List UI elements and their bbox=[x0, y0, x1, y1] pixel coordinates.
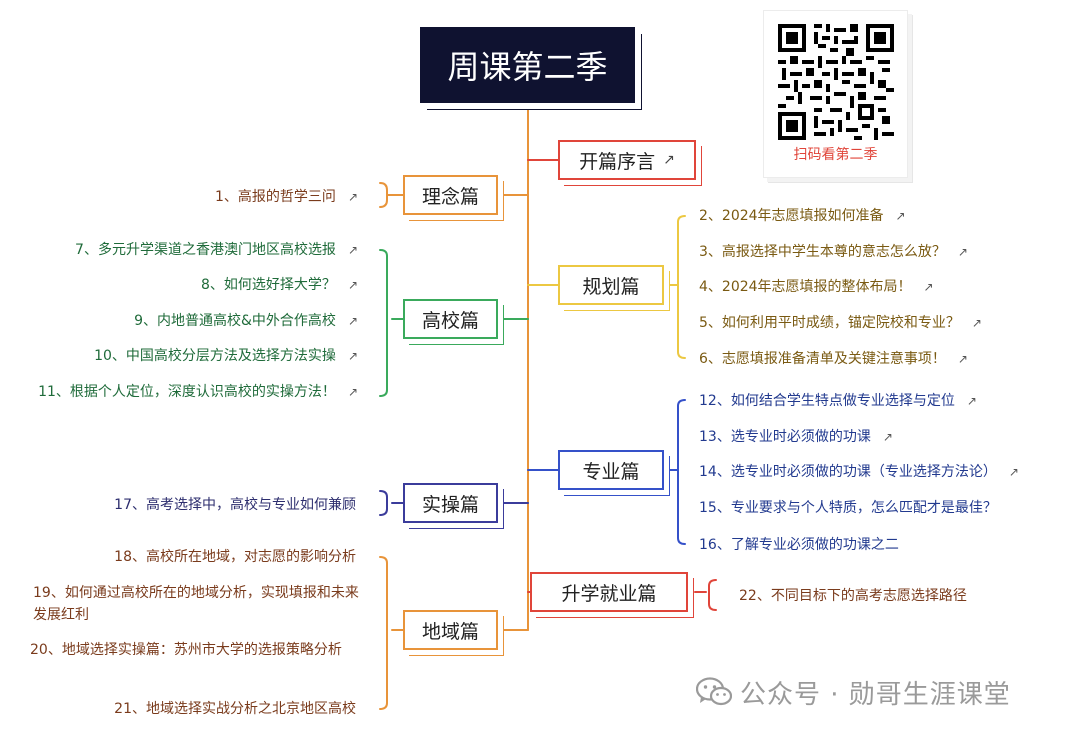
branch-philosophy[interactable]: 理念篇 bbox=[403, 175, 498, 215]
external-link-icon[interactable]: ↗ bbox=[347, 243, 358, 257]
branch-intro-label: 开篇序言 bbox=[579, 150, 656, 173]
external-link-icon[interactable]: ↗ bbox=[957, 352, 968, 366]
external-link-icon[interactable]: ↗ bbox=[663, 152, 675, 168]
colleges-item[interactable]: 11、根据个人定位，深度认识高校的实操方法！ ↗ bbox=[38, 384, 358, 400]
majors-item[interactable]: 15、专业要求与个人特质，怎么匹配才是最佳？ bbox=[699, 500, 997, 516]
external-link-icon[interactable]: ↗ bbox=[971, 316, 982, 330]
colleges-item[interactable]: 7、多元升学渠道之香港澳门地区高校选报 ↗ bbox=[75, 242, 358, 258]
majors-item[interactable]: 13、选专业时必须做的功课 ↗ bbox=[699, 429, 893, 445]
majors-item[interactable]: 16、了解专业必须做的功课之二 bbox=[699, 537, 899, 553]
wechat-icon bbox=[696, 677, 732, 706]
branch-intro[interactable]: 开篇序言 ↗ bbox=[558, 140, 696, 180]
branch-region[interactable]: 地域篇 bbox=[403, 610, 498, 650]
external-link-icon[interactable]: ↗ bbox=[347, 349, 358, 363]
qr-code[interactable] bbox=[777, 24, 894, 140]
practice-item[interactable]: 17、高考选择中，高校与专业如何兼顾 bbox=[114, 497, 356, 513]
mindmap-title: 周课第二季 bbox=[420, 27, 635, 103]
planning-item[interactable]: 5、如何利用平时成绩，锚定院校和专业？ ↗ bbox=[699, 315, 982, 331]
career-item[interactable]: 22、不同目标下的高考志愿选择路径 bbox=[739, 588, 967, 604]
branch-region-label: 地域篇 bbox=[421, 620, 479, 643]
branch-majors-label: 专业篇 bbox=[582, 460, 640, 483]
planning-item[interactable]: 3、高报选择中学生本尊的意志怎么放？ ↗ bbox=[699, 244, 968, 260]
branch-colleges-label: 高校篇 bbox=[421, 309, 479, 332]
colleges-item[interactable]: 10、中国高校分层方法及选择方法实操 ↗ bbox=[94, 348, 358, 364]
planning-item[interactable]: 4、2024年志愿填报的整体布局！ ↗ bbox=[699, 279, 934, 295]
philosophy-item[interactable]: 1、高报的哲学三问 ↗ bbox=[215, 189, 358, 205]
branch-career-label: 升学就业篇 bbox=[561, 582, 657, 605]
external-link-icon[interactable]: ↗ bbox=[1008, 465, 1019, 479]
region-item[interactable]: 18、高校所在地域，对志愿的影响分析 bbox=[114, 549, 356, 565]
qr-card: 扫码看第二季 bbox=[763, 10, 908, 178]
external-link-icon[interactable]: ↗ bbox=[895, 209, 906, 223]
external-link-icon[interactable]: ↗ bbox=[923, 280, 934, 294]
external-link-icon[interactable]: ↗ bbox=[347, 278, 358, 292]
external-link-icon[interactable]: ↗ bbox=[347, 190, 358, 204]
branch-planning-label: 规划篇 bbox=[582, 275, 640, 298]
branch-colleges[interactable]: 高校篇 bbox=[403, 299, 498, 339]
external-link-icon[interactable]: ↗ bbox=[966, 394, 977, 408]
branch-philosophy-label: 理念篇 bbox=[421, 185, 479, 208]
planning-item[interactable]: 2、2024年志愿填报如何准备 ↗ bbox=[699, 208, 906, 224]
branch-career[interactable]: 升学就业篇 bbox=[530, 572, 688, 612]
qr-caption: 扫码看第二季 bbox=[793, 147, 878, 163]
branch-practice-label: 实操篇 bbox=[421, 493, 479, 516]
external-link-icon[interactable]: ↗ bbox=[347, 314, 358, 328]
colleges-item[interactable]: 8、如何选好择大学？ ↗ bbox=[201, 277, 358, 293]
region-item[interactable]: 19、如何通过高校所在的地域分析，实现填报和未来发展红利 bbox=[33, 585, 359, 623]
external-link-icon[interactable]: ↗ bbox=[957, 245, 968, 259]
planning-item[interactable]: 6、志愿填报准备清单及关键注意事项！ ↗ bbox=[699, 351, 968, 367]
majors-item[interactable]: 14、选专业时必须做的功课（专业选择方法论） ↗ bbox=[699, 464, 1019, 480]
branch-practice[interactable]: 实操篇 bbox=[403, 483, 498, 523]
branch-majors[interactable]: 专业篇 bbox=[558, 450, 664, 490]
watermark-text: 公众号 · 勋哥生涯课堂 bbox=[740, 679, 1011, 710]
watermark: 公众号 · 勋哥生涯课堂 bbox=[696, 672, 1011, 712]
region-item[interactable]: 21、地域选择实战分析之北京地区高校 bbox=[114, 701, 356, 717]
region-item[interactable]: 20、地域选择实操篇：苏州市大学的选报策略分析 bbox=[30, 642, 342, 658]
branch-planning[interactable]: 规划篇 bbox=[558, 265, 664, 305]
external-link-icon[interactable]: ↗ bbox=[882, 430, 893, 444]
external-link-icon[interactable]: ↗ bbox=[347, 385, 358, 399]
colleges-item[interactable]: 9、内地普通高校&中外合作高校 ↗ bbox=[134, 313, 358, 329]
majors-item[interactable]: 12、如何结合学生特点做专业选择与定位 ↗ bbox=[699, 393, 977, 409]
